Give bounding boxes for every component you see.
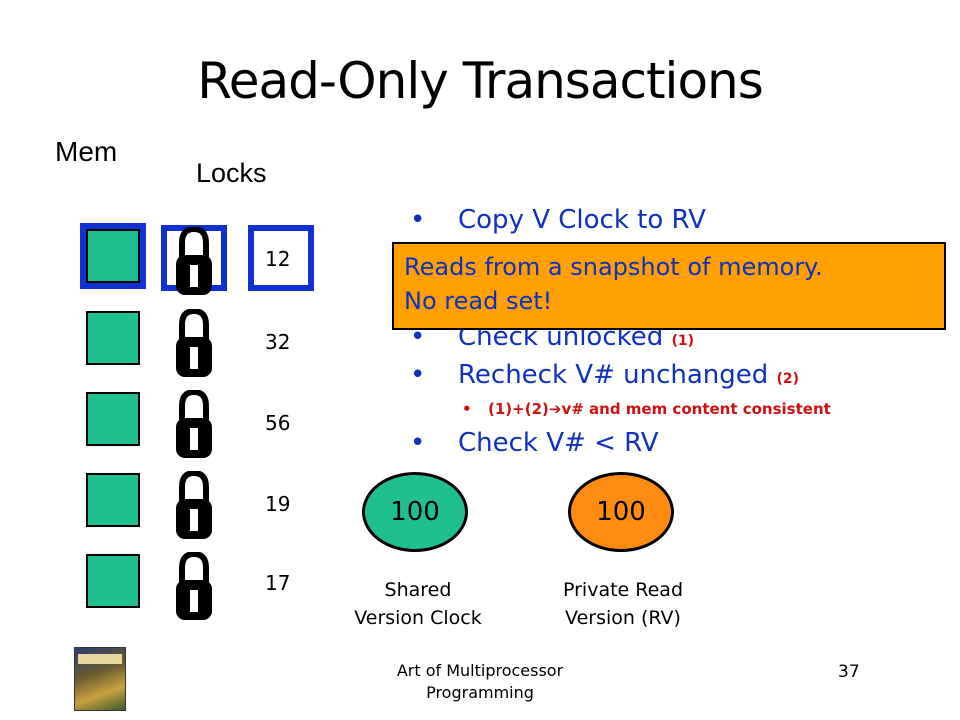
bullet-dot: • xyxy=(410,360,426,390)
clock-value: 100 xyxy=(390,497,440,527)
footer-line: Programming xyxy=(426,683,534,702)
version-number: 56 xyxy=(265,411,291,435)
memory-cell[interactable] xyxy=(86,311,140,365)
callout-line: No read set! xyxy=(404,287,553,315)
private-clock-caption: Private Read Version (RV) xyxy=(528,576,718,632)
padlock-icon xyxy=(176,552,212,620)
sub-bullet-prefix: (1)+(2) xyxy=(488,400,549,418)
padlock-icon xyxy=(176,227,212,295)
version-number-selection-frame xyxy=(248,225,314,291)
padlock-icon xyxy=(176,471,212,539)
bullet-text: Copy V Clock to RV xyxy=(458,205,706,235)
arrow-icon: ➔ xyxy=(548,400,562,418)
shared-clock-caption: Shared Version Clock xyxy=(328,576,508,632)
version-number: 19 xyxy=(265,492,291,516)
locks-label: Locks xyxy=(196,158,267,188)
memory-cell[interactable] xyxy=(86,554,140,608)
callout-line: Reads from a snapshot of memory. xyxy=(404,253,823,281)
mem-label: Mem xyxy=(55,136,118,167)
bullet-item: • Copy V Clock to RV xyxy=(410,205,950,239)
clock-value: 100 xyxy=(596,497,646,527)
padlock-icon xyxy=(176,390,212,458)
caption-line: Version (RV) xyxy=(565,607,681,629)
memory-cell[interactable] xyxy=(80,223,146,289)
sub-bullet-text: (1)+(2)➔v# and mem content consistent xyxy=(488,400,831,418)
memory-cell[interactable] xyxy=(86,473,140,527)
bullet-dot: • xyxy=(410,428,426,458)
bullet-tag: (1) xyxy=(671,333,695,349)
sub-bullet-item: • (1)+(2)➔v# and mem content consistent xyxy=(462,400,960,424)
book-cover-icon xyxy=(74,647,126,711)
slide-title: Read-Only Transactions xyxy=(197,52,764,110)
caption-line: Version Clock xyxy=(354,607,482,629)
caption-line: Private Read xyxy=(562,579,684,601)
bullet-item: • Check V# < RV xyxy=(410,428,950,462)
version-number: 12 xyxy=(265,247,291,271)
bullet-dot: • xyxy=(410,205,426,235)
version-number: 17 xyxy=(265,571,291,595)
sub-bullet-dot: • xyxy=(462,400,472,418)
sub-bullet-suffix: v# and mem content consistent xyxy=(561,400,831,418)
private-read-version: 100 xyxy=(568,472,674,552)
version-number: 32 xyxy=(265,330,291,354)
bullet-text: Check V# < RV xyxy=(458,428,659,458)
caption-line: Shared xyxy=(384,579,452,601)
snapshot-callout: Reads from a snapshot of memory. No read… xyxy=(392,242,946,330)
bullet-text: Recheck V# unchanged xyxy=(458,360,769,390)
footer-title: Art of Multiprocessor Programming xyxy=(360,660,600,704)
shared-version-clock: 100 xyxy=(362,472,468,552)
page-number: 37 xyxy=(838,662,860,682)
padlock-icon xyxy=(176,309,212,377)
bullet-text-wrap: Recheck V# unchanged (2) xyxy=(458,360,799,390)
bullet-tag: (2) xyxy=(776,371,800,387)
footer-line: Art of Multiprocessor xyxy=(396,661,564,680)
bullet-item: • Recheck V# unchanged (2) xyxy=(410,360,950,394)
memory-cell[interactable] xyxy=(86,392,140,446)
